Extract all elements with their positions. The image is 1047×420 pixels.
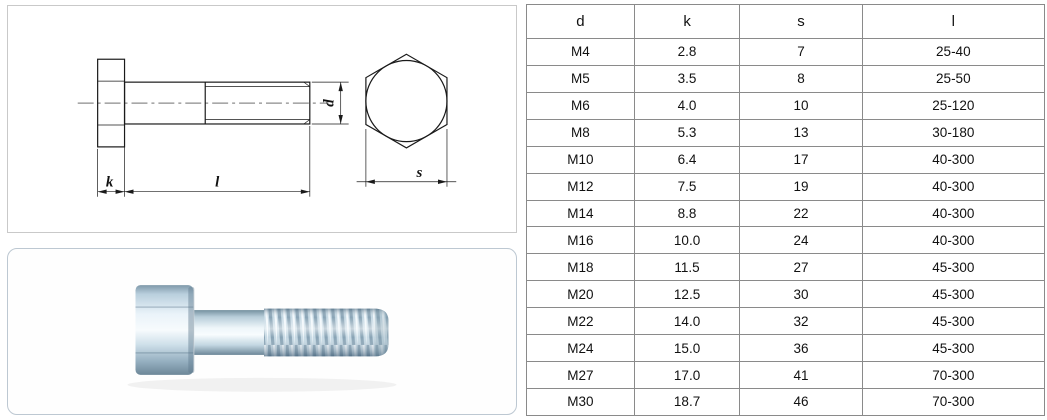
table-cell: M12 bbox=[526, 172, 635, 201]
dim-label-l: l bbox=[215, 175, 220, 191]
table-cell: 8 bbox=[739, 64, 863, 93]
table-cell: 14.0 bbox=[633, 307, 741, 336]
table-cell: 7.5 bbox=[633, 172, 741, 201]
photo-thread-tip bbox=[374, 308, 389, 357]
table-cell: M6 bbox=[526, 91, 635, 120]
table-cell: M22 bbox=[526, 307, 635, 336]
bolt-technical-drawing: k l d s bbox=[77, 53, 457, 197]
table-cell: 46 bbox=[739, 387, 863, 417]
dimension-lines bbox=[97, 81, 349, 197]
table-cell: M24 bbox=[526, 334, 635, 363]
table-cell: 5.3 bbox=[633, 118, 741, 147]
table-cell: 41 bbox=[739, 361, 863, 389]
table-cell: 2.8 bbox=[633, 38, 741, 66]
table-cell: M10 bbox=[526, 145, 635, 174]
table-cell: 25-50 bbox=[861, 64, 1046, 93]
s-dimension-arrows bbox=[365, 179, 447, 184]
table-cell: 6.4 bbox=[633, 145, 741, 174]
table-cell: 3.5 bbox=[633, 64, 741, 93]
hexagon-outline bbox=[365, 53, 448, 149]
table-cell: 10 bbox=[739, 91, 863, 120]
table-cell: 36 bbox=[739, 334, 863, 363]
table-cell: 70-300 bbox=[861, 387, 1046, 417]
table-cell: M18 bbox=[526, 253, 635, 282]
bolt-end-view bbox=[365, 53, 448, 149]
table-cell: M5 bbox=[526, 64, 635, 93]
table-cell: 32 bbox=[739, 307, 863, 336]
bolt-photo-panel bbox=[7, 248, 517, 415]
table-header-k: k bbox=[633, 4, 741, 39]
table-cell: 30 bbox=[739, 280, 863, 309]
table-cell: M16 bbox=[526, 226, 635, 255]
table-cell: M4 bbox=[526, 38, 635, 66]
table-header-row: d k s l bbox=[526, 4, 1046, 39]
table-cell: 13 bbox=[739, 118, 863, 147]
table-cell: 10.0 bbox=[633, 226, 741, 255]
table-cell: 18.7 bbox=[633, 387, 741, 417]
table-cell: 15.0 bbox=[633, 334, 741, 363]
photo-shank bbox=[194, 310, 264, 355]
table-cell: M14 bbox=[526, 199, 635, 228]
s-dimension bbox=[356, 128, 457, 187]
table-cell: 25-120 bbox=[861, 91, 1046, 120]
bolt-photo bbox=[127, 285, 397, 392]
technical-drawing-panel: k l d s bbox=[7, 5, 517, 233]
photo-hex-head bbox=[135, 285, 195, 375]
table-cell: 45-300 bbox=[861, 307, 1046, 336]
table-cell: 40-300 bbox=[861, 199, 1046, 228]
table-cell: 19 bbox=[739, 172, 863, 201]
table-cell: 7 bbox=[739, 38, 863, 66]
table-cell: 45-300 bbox=[861, 334, 1046, 363]
dim-label-d: d bbox=[322, 99, 338, 107]
table-cell: 30-180 bbox=[861, 118, 1046, 147]
table-cell: M30 bbox=[526, 387, 635, 417]
dim-label-k: k bbox=[106, 175, 114, 191]
table-header-s: s bbox=[739, 4, 863, 39]
table-cell: 27 bbox=[739, 253, 863, 282]
photo-thread bbox=[263, 308, 389, 357]
table-header-l: l bbox=[861, 4, 1046, 39]
table-cell: 4.0 bbox=[633, 91, 741, 120]
table-cell: 70-300 bbox=[861, 361, 1046, 389]
table-cell: 25-40 bbox=[861, 38, 1046, 66]
bolt-shadow bbox=[127, 377, 397, 392]
table-cell: 17.0 bbox=[633, 361, 741, 389]
table-cell: 40-300 bbox=[861, 226, 1046, 255]
left-column: k l d s bbox=[0, 0, 520, 420]
table-cell: 45-300 bbox=[861, 253, 1046, 282]
table-cell: M8 bbox=[526, 118, 635, 147]
table-cell: 8.8 bbox=[633, 199, 741, 228]
table-header-d: d bbox=[526, 4, 635, 39]
table-cell: 12.5 bbox=[633, 280, 741, 309]
table-cell: M27 bbox=[526, 361, 635, 389]
dim-label-s: s bbox=[415, 165, 422, 181]
table-cell: 40-300 bbox=[861, 172, 1046, 201]
table-cell: 45-300 bbox=[861, 280, 1046, 309]
table-cell: 40-300 bbox=[861, 145, 1046, 174]
table-cell: 11.5 bbox=[633, 253, 741, 282]
table-cell: M20 bbox=[526, 280, 635, 309]
table-cell: 22 bbox=[739, 199, 863, 228]
table-cell: 24 bbox=[739, 226, 863, 255]
inscribed-circle bbox=[365, 59, 448, 143]
dimension-arrows bbox=[97, 82, 343, 194]
table-cell: 17 bbox=[739, 145, 863, 174]
